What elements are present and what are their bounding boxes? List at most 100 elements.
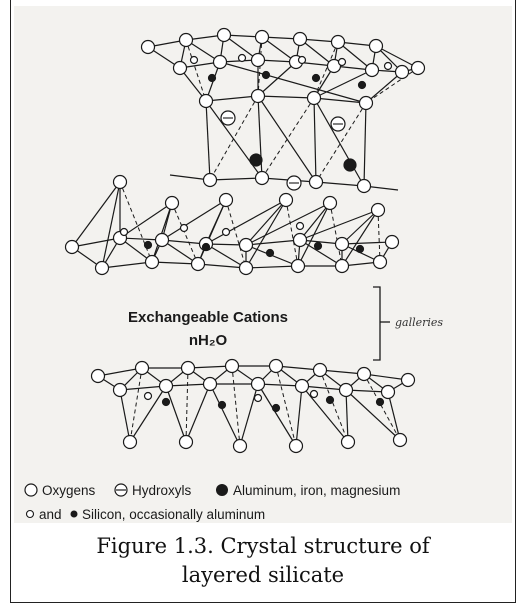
oxygen-atom bbox=[181, 225, 188, 232]
cation-atom bbox=[250, 154, 262, 166]
cation-atom bbox=[327, 397, 334, 404]
oxygen-atom bbox=[342, 436, 355, 449]
cation-atom bbox=[357, 246, 364, 253]
oxygen-atom bbox=[372, 204, 385, 217]
oxygen-atom bbox=[311, 391, 318, 398]
oxygen-atom bbox=[396, 66, 409, 79]
cation-atom bbox=[313, 75, 320, 82]
oxygen-atom bbox=[121, 229, 128, 236]
oxygen-atom bbox=[239, 55, 246, 62]
legend-and: and bbox=[39, 507, 62, 522]
oxygen-atom bbox=[146, 256, 159, 269]
figure-caption: Figure 1.3. Crystal structure of layered… bbox=[12, 532, 514, 590]
oxygen-atom bbox=[218, 29, 231, 42]
legend: Oxygens Hydroxyls Aluminum, iron, magnes… bbox=[25, 483, 400, 522]
oxygen-atom bbox=[324, 197, 337, 210]
oxygen-atom bbox=[332, 36, 345, 49]
oxygen-atom bbox=[114, 176, 127, 189]
oxygen-atom bbox=[299, 57, 306, 64]
small-oxygen-legend-icon bbox=[27, 511, 34, 518]
oxygen-atom bbox=[412, 62, 425, 75]
oxygen-atom bbox=[314, 364, 327, 377]
cation-atom bbox=[163, 399, 170, 406]
oxygen-atom bbox=[240, 239, 253, 252]
oxygen-atom bbox=[292, 260, 305, 273]
galleries-label: galleries bbox=[395, 316, 443, 329]
tetrahedral-cation-legend-icon bbox=[71, 511, 78, 518]
oxygen-atom bbox=[226, 360, 239, 373]
legend-hydroxyls: Hydroxyls bbox=[132, 483, 192, 498]
oxygen-atom bbox=[114, 384, 127, 397]
oxygen-atom bbox=[394, 434, 407, 447]
oxygen-atom bbox=[136, 362, 149, 375]
oxygen-atom bbox=[290, 440, 303, 453]
oxygen-atom bbox=[124, 436, 137, 449]
oxygen-atom bbox=[252, 54, 265, 67]
oxygen-atom bbox=[240, 262, 253, 275]
oxygen-atom bbox=[308, 92, 321, 105]
oxygen-atom bbox=[366, 64, 379, 77]
cation-atom bbox=[219, 402, 226, 409]
oxygen-atom bbox=[336, 260, 349, 273]
oxygen-atom bbox=[358, 180, 371, 193]
cations-label: Exchangeable Cations bbox=[128, 309, 288, 326]
oxygen-legend-icon bbox=[25, 484, 37, 496]
oxygen-atom bbox=[204, 378, 217, 391]
oxygen-atom bbox=[66, 241, 79, 254]
cation-atom bbox=[267, 250, 274, 257]
oxygen-atom bbox=[386, 236, 399, 249]
oxygen-atom bbox=[92, 370, 105, 383]
hydroxyl-legend-icon bbox=[115, 484, 127, 496]
oxygen-atom bbox=[252, 378, 265, 391]
cation-atom bbox=[377, 399, 384, 406]
oxygen-atom bbox=[160, 380, 173, 393]
oxygen-atom bbox=[174, 62, 187, 75]
oxygen-atom bbox=[156, 234, 169, 247]
oxygen-atom bbox=[270, 360, 283, 373]
oxygen-atom bbox=[192, 258, 205, 271]
oxygen-atom bbox=[191, 57, 198, 64]
oxygen-atom bbox=[340, 384, 353, 397]
oxygen-atom bbox=[180, 436, 193, 449]
oxygen-atom bbox=[256, 31, 269, 44]
oxygen-atom bbox=[339, 59, 346, 66]
oxygen-atom bbox=[280, 194, 293, 207]
cation-atom bbox=[359, 82, 366, 89]
oxygen-atom bbox=[382, 386, 395, 399]
oxygen-atom bbox=[294, 234, 307, 247]
oxygen-atom bbox=[385, 63, 392, 70]
oxygen-atom bbox=[360, 97, 373, 110]
oxygen-atom bbox=[255, 395, 262, 402]
legend-oxygens: Oxygens bbox=[42, 483, 96, 498]
oxygen-atom bbox=[182, 362, 195, 375]
oxygen-atom bbox=[214, 56, 227, 69]
caption-line-2: layered silicate bbox=[12, 561, 514, 590]
oxygen-atom bbox=[234, 440, 247, 453]
legend-octahedral-cations: Aluminum, iron, magnesium bbox=[233, 483, 400, 498]
oxygen-atom bbox=[402, 374, 415, 387]
oxygen-atom bbox=[166, 197, 179, 210]
oxygen-atom bbox=[297, 223, 304, 230]
oxygen-atom bbox=[374, 256, 387, 269]
atoms bbox=[66, 29, 425, 453]
oxygen-atom bbox=[370, 40, 383, 53]
oxygen-atom bbox=[96, 262, 109, 275]
oxygen-atom bbox=[310, 176, 323, 189]
oxygen-atom bbox=[223, 229, 230, 236]
oxygen-atom bbox=[180, 34, 193, 47]
oxygen-atom bbox=[296, 380, 309, 393]
oxygen-atom bbox=[204, 174, 217, 187]
oxygen-atom bbox=[220, 194, 233, 207]
oxygen-atom bbox=[200, 95, 213, 108]
galleries-bracket bbox=[373, 287, 390, 360]
octahedral-cation-legend-icon bbox=[216, 484, 228, 496]
oxygen-atom bbox=[358, 368, 371, 381]
water-label: nH₂O bbox=[189, 332, 228, 349]
caption-line-1: Figure 1.3. Crystal structure of bbox=[12, 532, 514, 561]
cation-atom bbox=[315, 243, 322, 250]
oxygen-atom bbox=[336, 238, 349, 251]
oxygen-atom bbox=[294, 33, 307, 46]
legend-tetrahedral-cations: Silicon, occasionally aluminum bbox=[82, 507, 265, 522]
cation-atom bbox=[344, 159, 356, 171]
